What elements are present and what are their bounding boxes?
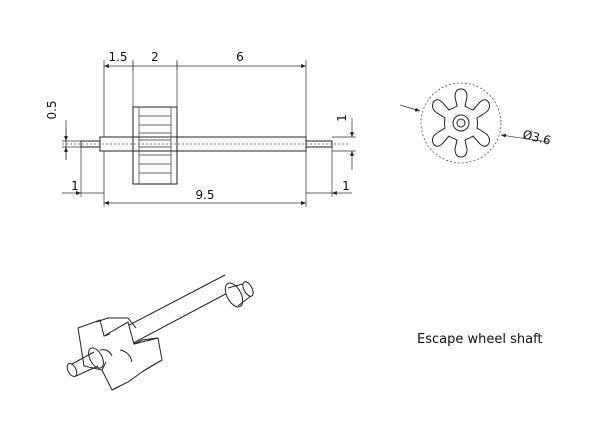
caption: Escape wheel shaft [417, 332, 543, 347]
dim-1-bottom-right: 1 [342, 179, 350, 193]
shaft-circle-outer [452, 114, 470, 132]
dim-9-5: 9.5 [195, 188, 214, 202]
diameter-leader-right [500, 133, 549, 143]
dim-0-5: 0.5 [45, 100, 59, 119]
shaft-circle-inner [456, 118, 466, 128]
extension-lines [62, 60, 356, 207]
pinion-profile [432, 88, 490, 158]
dim-1-5: 1.5 [108, 50, 127, 64]
dim-2: 2 [151, 50, 159, 64]
dim-1-bottom-left: 1 [71, 179, 79, 193]
dim-diameter: Ø3.6 [521, 127, 552, 147]
pinion-outer-circle [420, 82, 502, 164]
front-view: Ø3.6 [399, 82, 552, 164]
pinion-teeth-lines [138, 107, 172, 184]
pinion-side [132, 106, 178, 185]
dim-1-right-vertical: 1 [335, 114, 349, 122]
diameter-leader-left [399, 104, 421, 112]
side-view: 1.5 2 6 0.5 1 1 1 9.5 [45, 50, 356, 207]
isometric-view [66, 274, 254, 391]
dim-6: 6 [236, 50, 244, 64]
